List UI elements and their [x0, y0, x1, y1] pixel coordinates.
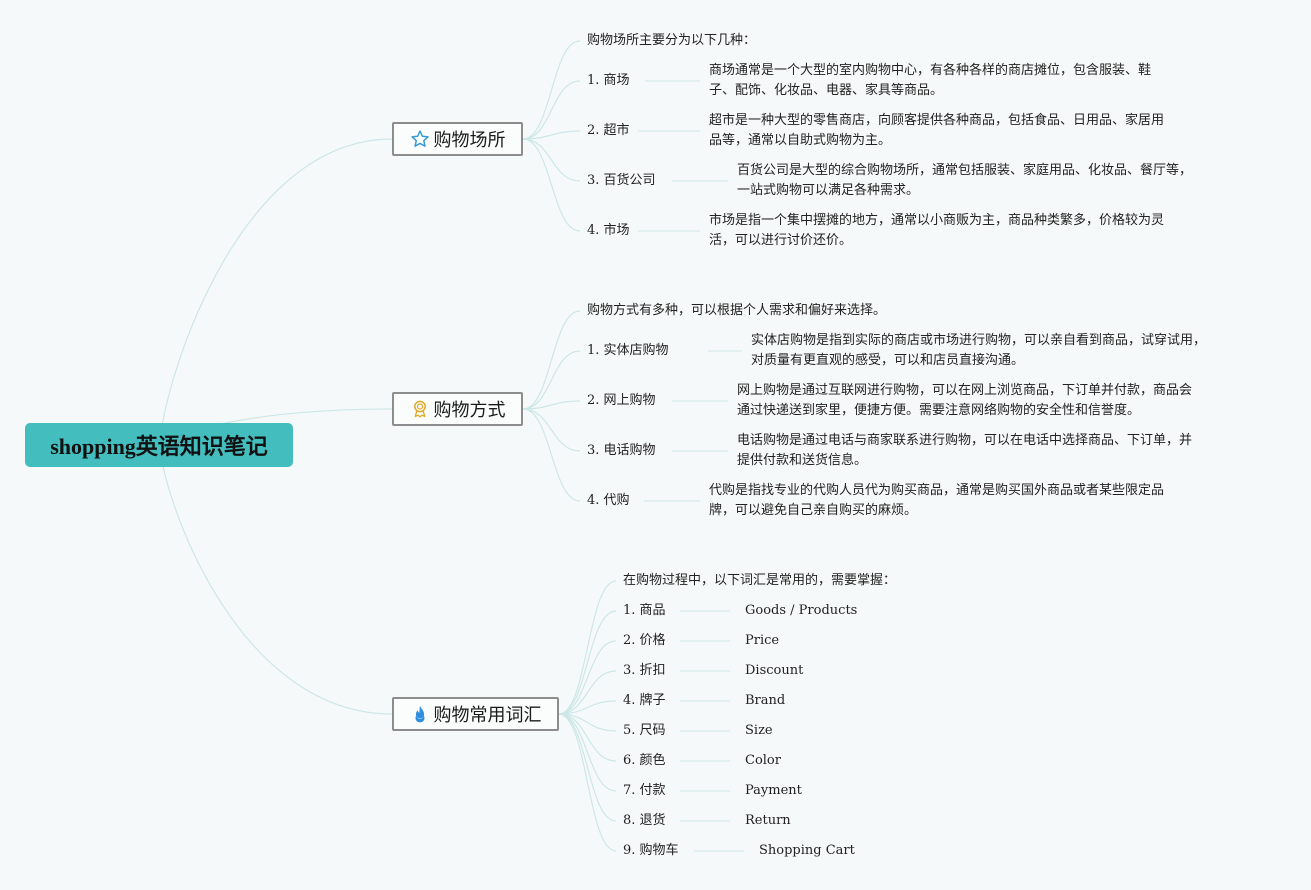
list-item-label[interactable]: 3. 百货公司 — [587, 173, 656, 188]
list-item-label[interactable]: 4. 代购 — [587, 493, 630, 508]
item-description: 商场通常是一个大型的室内购物中心，有各种各样的商店摊位，包含服装、鞋 — [709, 63, 1152, 78]
list-item-label[interactable]: 1. 商场 — [587, 73, 630, 88]
list-item-label[interactable]: 6. 颜色 — [623, 753, 666, 768]
vocabulary-translation: Payment — [745, 783, 802, 798]
item-description: 通过快递送到家里，便捷方便。需要注意网络购物的安全性和信誉度。 — [737, 403, 1141, 418]
branch-connector — [558, 713, 617, 822]
branch-label: 购物方式 — [433, 400, 506, 421]
branch-connector — [522, 40, 581, 140]
list-item-label[interactable]: 4. 牌子 — [623, 693, 666, 708]
item-description: 电话购物是通过电话与商家联系进行购物，可以在电话中选择商品、下订单，并 — [737, 433, 1193, 448]
vocabulary-translation: Return — [745, 813, 791, 828]
item-description: 子、配饰、化妆品、电器、家具等商品。 — [709, 83, 944, 98]
item-description: 代购是指找专业的代购人员代为购买商品，通常是购买国外商品或者某些限定品 — [709, 483, 1165, 498]
branch-connector — [522, 138, 581, 232]
root-connector — [159, 444, 393, 715]
item-description: 活，可以进行讨价还价。 — [709, 233, 853, 248]
branch-connector — [558, 700, 617, 715]
branch-intro: 在购物过程中，以下词汇是常用的，需要掌握： — [623, 573, 897, 588]
branch-shopping-places[interactable]: 购物场所 — [392, 122, 523, 156]
item-description: 百货公司是大型的综合购物场所，通常包括服装、家庭用品、化妆品、餐厅等， — [737, 163, 1193, 178]
vocabulary-translation: Color — [745, 753, 781, 768]
branch-connector — [522, 310, 581, 410]
list-item-label[interactable]: 3. 折扣 — [623, 663, 666, 678]
item-description: 实体店购物是指到实际的商店或市场进行购物，可以亲自看到商品，试穿试用， — [751, 333, 1207, 348]
list-item-label[interactable]: 1. 商品 — [623, 603, 666, 618]
item-description: 一站式购物可以满足各种需求。 — [737, 183, 920, 198]
branch-connector — [558, 670, 617, 715]
branch-connector — [522, 80, 581, 140]
item-description: 网上购物是通过互联网进行购物，可以在网上浏览商品，下订单并付款，商品会 — [737, 383, 1193, 398]
flame-icon — [415, 705, 424, 723]
item-description: 市场是指一个集中摆摊的地方，通常以小商贩为主，商品种类繁多，价格较为灵 — [709, 213, 1165, 228]
item-description: 超市是一种大型的零售商店，向顾客提供各种商品，包括食品、日用品、家居用 — [709, 113, 1165, 128]
list-item-label[interactable]: 5. 尺码 — [623, 723, 666, 738]
branch-connector — [558, 713, 617, 792]
vocabulary-translation: Brand — [745, 693, 786, 708]
branch-label: 购物场所 — [433, 130, 506, 151]
branch-connector — [522, 400, 581, 410]
vocabulary-translation: Goods / Products — [745, 603, 858, 618]
list-item-label[interactable]: 8. 退货 — [623, 813, 666, 828]
branch-connector — [522, 130, 581, 140]
branch-shopping-vocabulary[interactable]: 购物常用词汇 — [392, 697, 559, 731]
item-description: 品等，通常以自助式购物为主。 — [709, 133, 892, 148]
list-item-label[interactable]: 3. 电话购物 — [587, 443, 656, 458]
list-item-label[interactable]: 2. 网上购物 — [587, 393, 656, 408]
award-ribbon-icon — [413, 400, 426, 418]
root-connector — [159, 138, 393, 446]
branch-intro: 购物场所主要分为以下几种： — [587, 33, 757, 48]
branch-connector — [558, 610, 617, 715]
list-item-label[interactable]: 1. 实体店购物 — [587, 343, 669, 358]
branch-connector — [558, 580, 617, 715]
branch-connector — [522, 408, 581, 502]
star-icon — [410, 130, 429, 147]
list-item-label[interactable]: 2. 价格 — [623, 633, 666, 648]
branch-connector — [558, 713, 617, 762]
branch-connector — [522, 350, 581, 410]
vocabulary-translation: Size — [745, 723, 773, 738]
vocabulary-translation: Shopping Cart — [759, 843, 855, 858]
item-description: 牌，可以避免自己亲自购买的麻烦。 — [709, 503, 918, 518]
branch-connector — [558, 713, 617, 732]
root-topic[interactable]: shopping英语知识笔记 — [25, 423, 293, 467]
branch-connector — [522, 138, 581, 182]
branch-shopping-methods[interactable]: 购物方式 — [392, 392, 523, 426]
list-item-label[interactable]: 7. 付款 — [623, 783, 666, 798]
branch-label: 购物常用词汇 — [433, 705, 542, 726]
branch-connector — [558, 640, 617, 715]
list-item-label[interactable]: 2. 超市 — [587, 123, 630, 138]
vocabulary-translation: Discount — [745, 663, 804, 678]
branch-connector — [522, 408, 581, 452]
branch-connector — [558, 713, 617, 852]
list-item-label[interactable]: 9. 购物车 — [623, 843, 679, 858]
vocabulary-translation: Price — [745, 633, 780, 648]
list-item-label[interactable]: 4. 市场 — [587, 223, 630, 238]
item-description: 提供付款和送货信息。 — [737, 453, 868, 468]
item-description: 对质量有更直观的感受，可以和店员直接沟通。 — [751, 353, 1025, 368]
branch-intro: 购物方式有多种，可以根据个人需求和偏好来选择。 — [587, 303, 887, 318]
